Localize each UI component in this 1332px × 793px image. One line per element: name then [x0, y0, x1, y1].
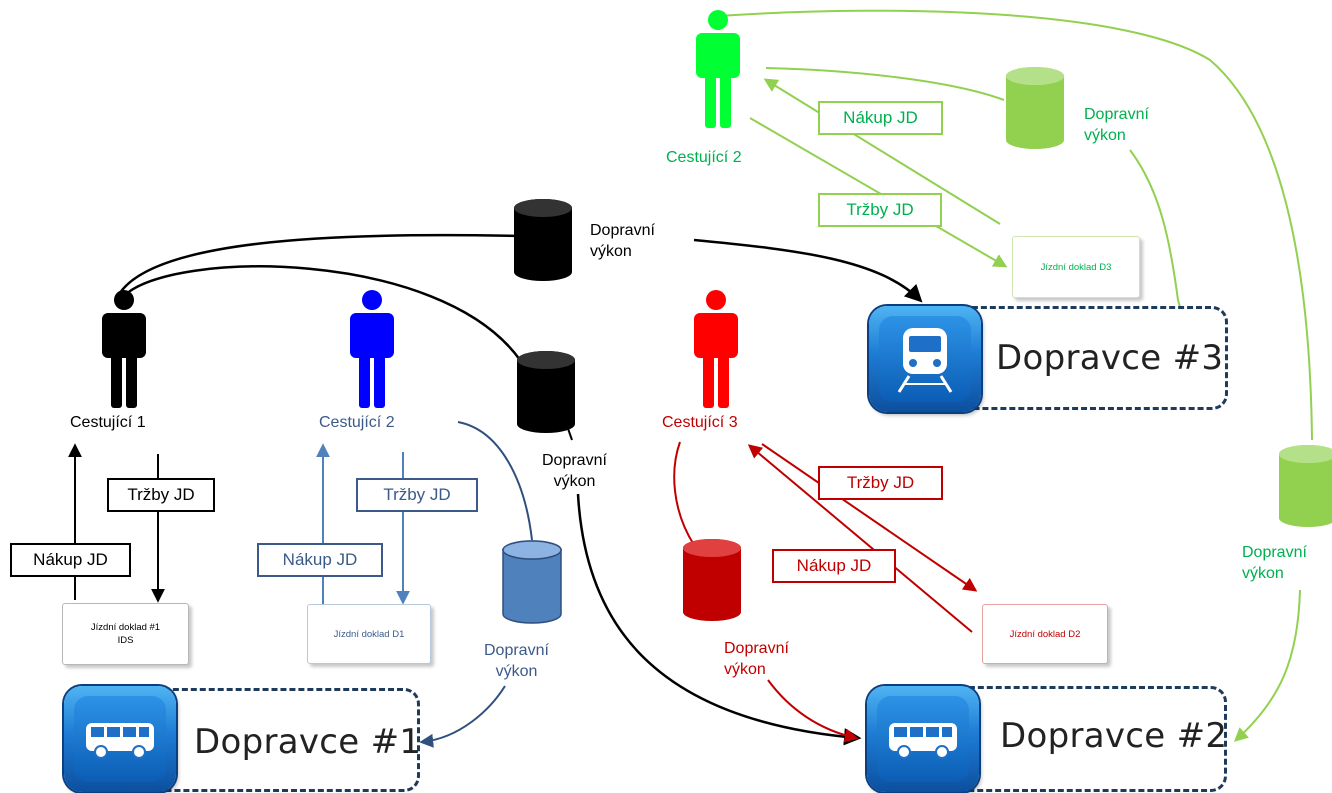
curve-t2-to-cyl — [457, 421, 533, 541]
purchase-box-t3: Nákup JD — [772, 549, 896, 583]
revenue-box-t3: Tržby JD — [818, 466, 943, 500]
arrow-purchase-t4 — [763, 78, 1001, 225]
curve-perf-to-c3 — [693, 238, 923, 303]
ticket-d1: Jízdní doklad D1 — [307, 604, 431, 664]
performance-label-mid: Dopravní výkon — [542, 452, 607, 490]
arrow-purchase-t3 — [747, 444, 973, 633]
performance-label-green-top: Dopravní výkon — [1084, 106, 1149, 144]
performance-label-top: Dopravní výkon — [590, 222, 655, 260]
purchase-box-t2: Nákup JD — [257, 543, 383, 577]
revenue-box-t4: Tržby JD — [818, 193, 942, 227]
curve-t4-to-right-cyl — [717, 9, 1313, 441]
arrow-revenue-t4 — [749, 117, 1008, 268]
bus-icon — [64, 686, 176, 792]
curve-perf-to-c1 — [419, 685, 506, 748]
curve-t1-to-perf-mid — [123, 265, 522, 361]
bus-icon — [867, 686, 979, 792]
ticket-d3: Jízdní doklad D3 — [1012, 236, 1140, 298]
traveler-1-label: Cestující 1 — [70, 414, 146, 431]
carrier-3-box — [938, 306, 1228, 410]
curve-t3-to-cyl — [673, 441, 695, 546]
ticket-d2: Jízdní doklad D2 — [982, 604, 1108, 664]
carrier-2-box — [935, 686, 1227, 792]
curve-right-perf-to-c2 — [1233, 589, 1301, 742]
carrier-3-name: Dopravce #3 — [996, 338, 1224, 378]
curve-t4-to-cyl — [765, 67, 1005, 101]
performance-label-green-right: Dopravní výkon — [1242, 544, 1307, 582]
arrow-revenue-t3 — [761, 443, 978, 592]
traveler-2-label: Cestující 2 — [319, 414, 395, 431]
revenue-box-t2: Tržby JD — [356, 478, 478, 512]
curve-perf-to-c2-red — [767, 679, 859, 743]
performance-label-blue: Dopravní výkon — [484, 642, 549, 680]
carrier-2-name: Dopravce #2 — [1000, 716, 1228, 756]
purchase-box-t4: Nákup JD — [818, 101, 943, 135]
purchase-box-t1: Nákup JD — [10, 543, 131, 577]
traveler-2-green-label: Cestující 2 — [666, 149, 742, 166]
curve-t1-to-perf-top — [116, 233, 521, 297]
train-icon — [869, 306, 981, 412]
carrier-1-name: Dopravce #1 — [194, 722, 422, 762]
ticket-ids: Jízdní doklad #1 IDS — [62, 603, 189, 665]
curve-perf-to-c2 — [576, 493, 862, 746]
revenue-box-t1: Tržby JD — [107, 478, 215, 512]
performance-label-red: Dopravní výkon — [724, 640, 789, 678]
traveler-3-label: Cestující 3 — [662, 414, 738, 431]
